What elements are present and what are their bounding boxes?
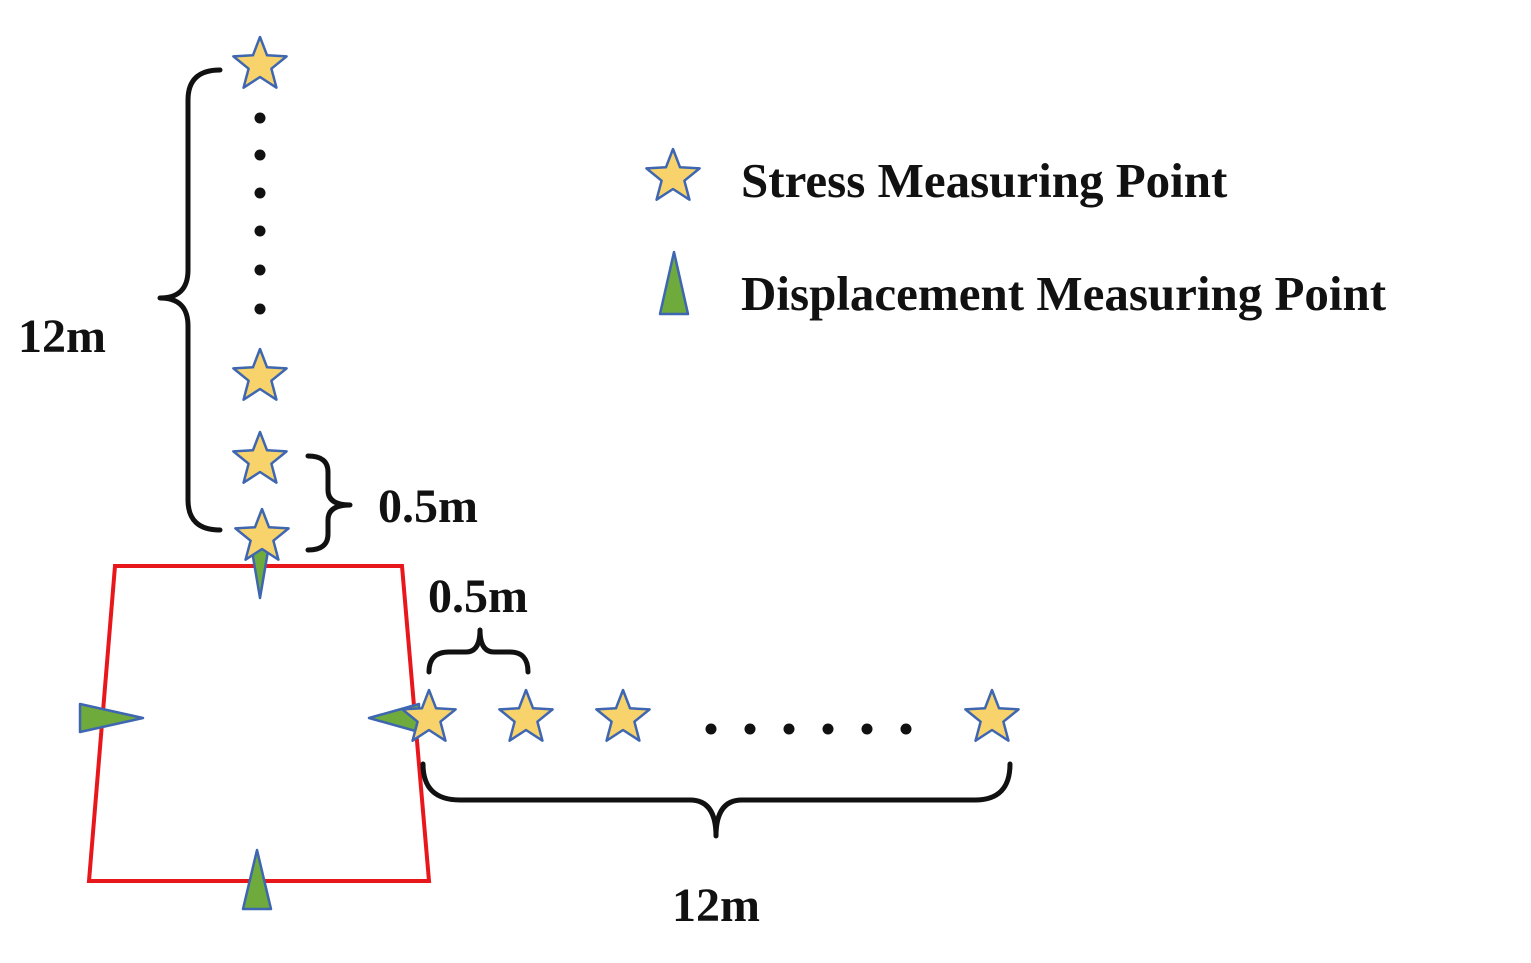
- star-icon: [232, 35, 288, 89]
- horizontal-spacing-label: 0.5m: [428, 570, 528, 623]
- star-icon: [232, 347, 288, 401]
- horizontal-extent-label: 12m: [672, 879, 760, 932]
- star-icon: [595, 688, 651, 742]
- star-icon: [401, 688, 457, 742]
- legend-stress-label: Stress Measuring Point: [741, 153, 1228, 208]
- vertical-extent-label: 12m: [18, 310, 106, 363]
- triangle-icon: [658, 250, 690, 316]
- horizontal-ellipsis: [705, 723, 912, 735]
- horizontal-spacing-bracket: [426, 627, 531, 675]
- vertical-spacing-label: 0.5m: [378, 480, 478, 533]
- vertical-spacing-bracket: [305, 453, 353, 553]
- displacement-points: [78, 543, 421, 911]
- vertical-extent-bracket: [157, 67, 223, 533]
- star-icon: [232, 430, 288, 484]
- legend-displacement-label: Displacement Measuring Point: [741, 266, 1387, 321]
- vertical-ellipsis: [254, 112, 266, 315]
- legend: Stress Measuring Point Displacement Meas…: [645, 147, 1387, 321]
- displacement-point-invert: [241, 848, 273, 911]
- star-icon: [645, 147, 701, 201]
- star-icon: [498, 688, 554, 742]
- horizontal-extent-bracket: [420, 761, 1013, 839]
- tunnel-outline: [86, 564, 432, 883]
- star-icon: [964, 688, 1020, 742]
- displacement-point-left-wall: [78, 702, 145, 734]
